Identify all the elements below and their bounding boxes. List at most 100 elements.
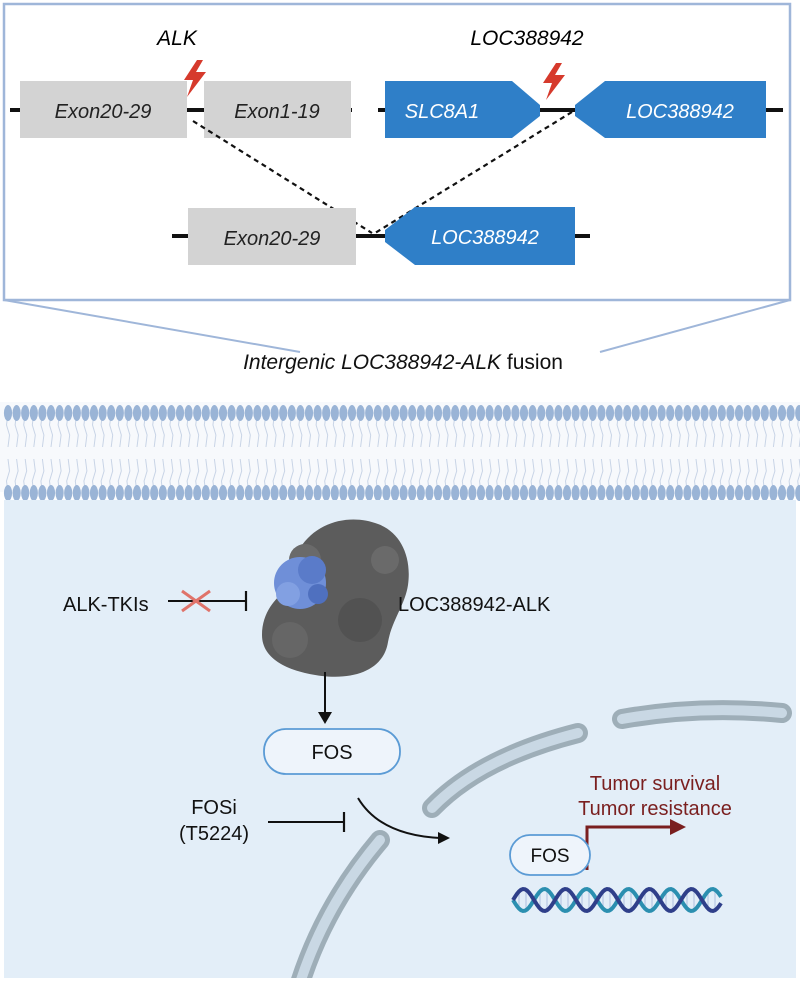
lipid-head <box>580 485 589 501</box>
protein-body-lobe <box>338 598 382 642</box>
lipid-head <box>399 485 408 501</box>
lipid-head <box>494 485 503 501</box>
nuclear-envelope-segment-inner <box>617 705 787 724</box>
lipid-head <box>287 405 296 421</box>
activation-arrow-head <box>318 712 332 724</box>
lipid-head <box>21 485 30 501</box>
cell-membrane <box>0 402 800 501</box>
lipid-head <box>511 485 520 501</box>
lipid-head <box>296 485 305 501</box>
lipid-head <box>433 485 443 501</box>
lipid-head <box>124 485 133 501</box>
lipid-head <box>562 405 572 421</box>
lipid-head <box>648 485 658 501</box>
lipid-head <box>554 485 563 501</box>
lipid-head <box>3 485 13 501</box>
lipid-head <box>193 485 202 501</box>
lipid-head <box>537 485 546 501</box>
lipid-head <box>752 485 761 501</box>
lipid-head <box>614 405 623 421</box>
lipid-head <box>365 405 374 421</box>
breakpoint-lightning-icon <box>184 60 206 97</box>
lipid-head <box>700 485 709 501</box>
lipid-head <box>433 405 443 421</box>
lipid-head <box>425 405 434 421</box>
kinase-domain-lobe <box>308 584 328 604</box>
lipid-head <box>752 405 761 421</box>
lipid-head <box>373 405 382 421</box>
breakpoint-lightning-icon <box>543 63 565 100</box>
lipid-head <box>623 405 632 421</box>
callout-line-left <box>3 299 301 353</box>
callout-line-right <box>599 299 791 353</box>
fusion-exon20-29-label: Exon20-29 <box>224 228 321 250</box>
lipid-head <box>485 405 494 421</box>
lipid-head <box>795 485 800 501</box>
slc8a1-label: SLC8A1 <box>405 101 480 123</box>
lipid-head <box>605 405 615 421</box>
nuclear-envelope-segment-inner <box>296 835 385 978</box>
lipid-head <box>167 485 176 501</box>
lipid-head <box>12 405 21 421</box>
lipid-head <box>777 485 787 501</box>
lipid-head <box>597 405 606 421</box>
lipid-head <box>416 405 425 421</box>
lipid-head <box>55 485 64 501</box>
lipid-head <box>631 485 640 501</box>
lipid-head <box>72 405 81 421</box>
lipid-head <box>81 405 90 421</box>
lipid-head <box>261 405 271 421</box>
fusion-caption: Intergenic LOC388942-ALK fusion <box>243 351 563 374</box>
lipid-head <box>175 485 185 501</box>
lipid-head <box>373 485 382 501</box>
lipid-head <box>743 485 752 501</box>
lipid-head <box>562 485 572 501</box>
lipid-head <box>631 405 640 421</box>
lipid-head <box>657 485 666 501</box>
lipid-head <box>519 485 529 501</box>
alk-gene-title: ALK <box>155 27 198 50</box>
lipid-head <box>554 405 563 421</box>
slc8a1-gene-arrow <box>385 81 540 138</box>
lipid-head <box>89 485 99 501</box>
alk-exon1-19-box <box>204 81 351 138</box>
lipid-head <box>330 485 339 501</box>
lipid-head <box>416 485 425 501</box>
lipid-head <box>571 485 580 501</box>
lipid-head <box>734 405 744 421</box>
lipid-head <box>64 405 73 421</box>
lipid-head <box>485 485 494 501</box>
lipid-head <box>476 485 486 501</box>
lipid-head <box>81 485 90 501</box>
lipid-head <box>218 485 228 501</box>
protein-body-lobe <box>371 546 399 574</box>
dna-double-helix <box>511 886 723 914</box>
lipid-head <box>528 485 537 501</box>
lipid-head <box>743 405 752 421</box>
lipid-head <box>347 485 357 501</box>
lipid-head <box>459 485 468 501</box>
lipid-head <box>451 485 460 501</box>
lipid-head <box>605 485 615 501</box>
lipid-head <box>700 405 709 421</box>
lipid-head <box>666 485 675 501</box>
alk-exon20-29-label: Exon20-29 <box>55 101 152 123</box>
lipid-head <box>218 405 228 421</box>
lipid-head <box>270 485 279 501</box>
lipid-head <box>253 485 262 501</box>
lipid-head <box>597 485 606 501</box>
lipid-head <box>150 405 159 421</box>
alk-tkis-label: ALK-TKIs <box>63 594 149 616</box>
lipid-head <box>244 405 253 421</box>
lipid-head <box>408 405 417 421</box>
lipid-head <box>141 405 150 421</box>
lipid-head <box>98 485 107 501</box>
lipid-head <box>175 405 185 421</box>
panel-border <box>2 2 792 302</box>
lipid-head <box>98 405 107 421</box>
lipid-head <box>494 405 503 421</box>
lipid-head <box>502 485 511 501</box>
lipid-head <box>382 485 391 501</box>
cytoplasm-panel: LOC388942-ALK ALK-TKIs FOS FOSi (T5224) … <box>4 500 796 978</box>
lipid-head <box>528 405 537 421</box>
